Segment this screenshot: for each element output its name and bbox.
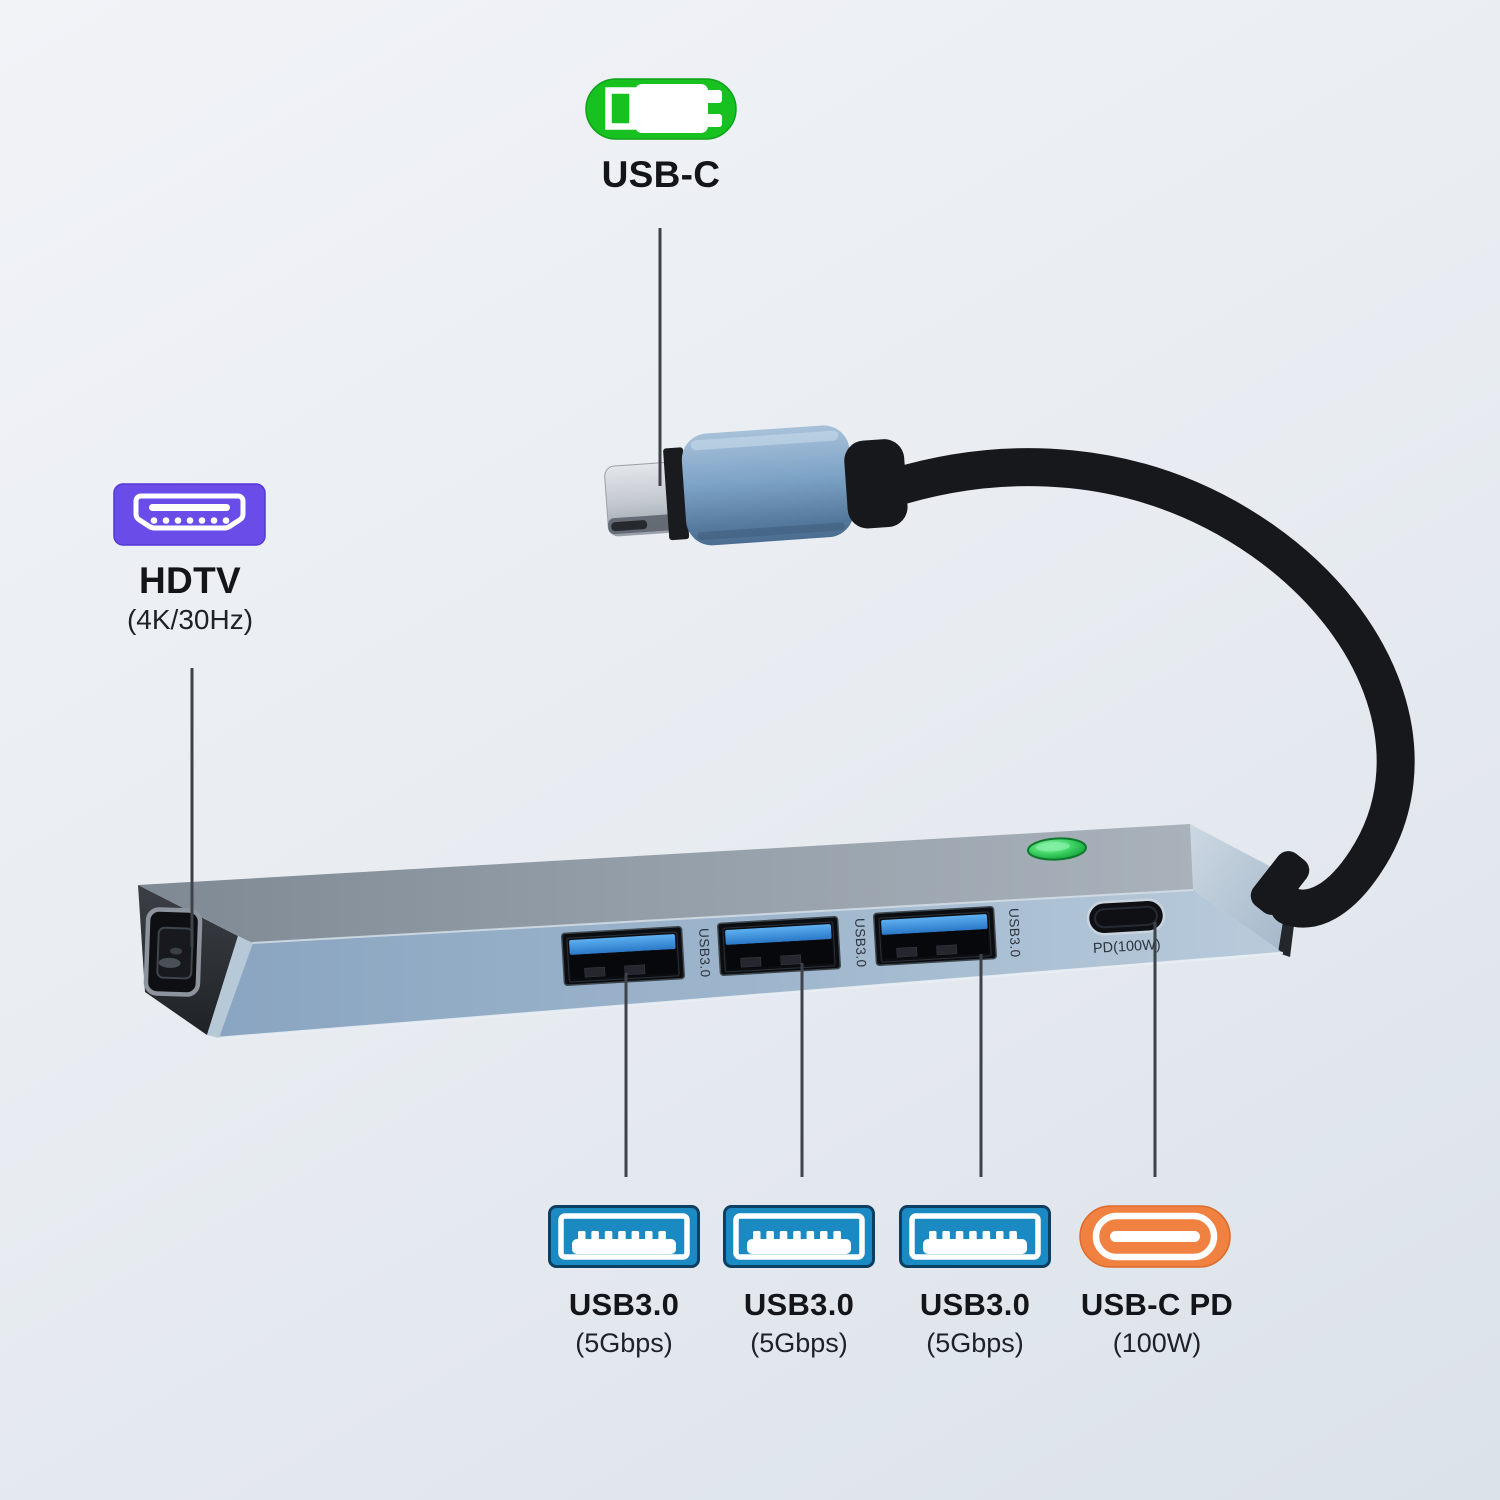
usb3-sublabel-3: (5Gbps) — [926, 1328, 1024, 1358]
usb3-label-1: USB3.0 — [568, 1287, 680, 1322]
usb-a-port-3 — [873, 906, 997, 966]
hdtv-sublabel: (4K/30Hz) — [126, 604, 254, 635]
callout-lines — [190, 228, 1157, 1177]
usb-c-label: USB-C — [601, 154, 721, 195]
hdmi-port — [143, 907, 203, 997]
hub-print-usb3-1: USB3.0 — [696, 928, 713, 978]
hub-print-usb3-2: USB3.0 — [852, 918, 869, 968]
hub-top-face — [138, 824, 1197, 943]
usb-c-pd-port — [1086, 898, 1166, 936]
hdtv-icon — [113, 483, 266, 551]
usb-a-icon-1 — [548, 1205, 700, 1273]
hub-bottom-highlight — [217, 951, 1284, 1040]
usb3-label-2: USB3.0 — [743, 1287, 855, 1322]
connector-strain-relief — [844, 439, 908, 529]
hub-print-pd100w: PD(100W) — [1093, 937, 1161, 957]
hub-end-facet — [1190, 824, 1290, 953]
usb-a-icon-2 — [723, 1205, 875, 1273]
usb-a-port-2 — [717, 916, 841, 976]
hub-body: USB3.0 USB3.0 USB3.0 — [138, 824, 1299, 1040]
hub-print-usb3-3: USB3.0 — [1006, 908, 1023, 958]
usbc-pd-label: USB-C PD — [1080, 1287, 1234, 1322]
usb-c-pd-icon — [1079, 1205, 1231, 1273]
power-led — [1027, 837, 1087, 861]
usb-a-port-1 — [561, 926, 685, 986]
usb-c-connector — [604, 425, 908, 546]
usb-a-icon-3 — [899, 1205, 1051, 1273]
usb-c-cable — [861, 448, 1415, 928]
usb-c-icon — [585, 78, 737, 145]
usb3-label-3: USB3.0 — [919, 1287, 1031, 1322]
usbc-pd-sublabel: (100W) — [1112, 1328, 1202, 1358]
hub-left-bevel — [207, 936, 253, 1038]
usb3-sublabel-2: (5Gbps) — [750, 1328, 848, 1358]
connector-housing — [681, 425, 854, 546]
hub-ridge-highlight — [251, 889, 1194, 944]
hdtv-label: HDTV — [139, 560, 241, 601]
usb3-sublabel-1: (5Gbps) — [575, 1328, 673, 1358]
